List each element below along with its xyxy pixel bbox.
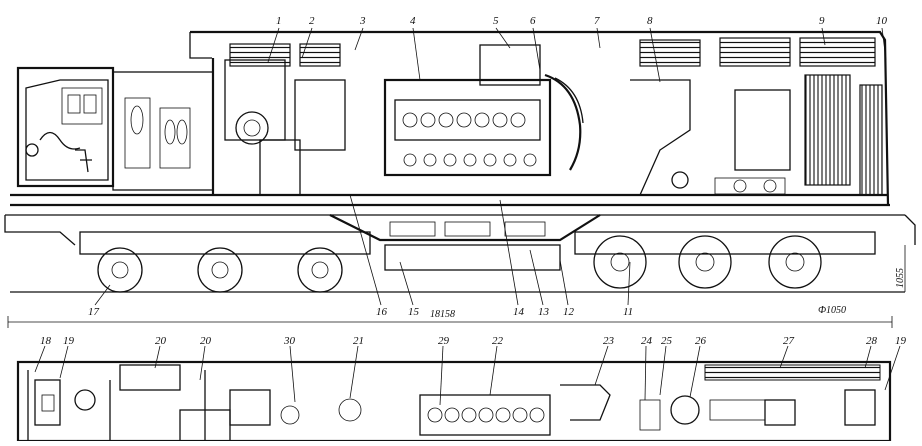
cab (16, 66, 115, 188)
callout-9: 9 (819, 15, 825, 27)
callout-20-b: 20 (200, 335, 212, 347)
side-view: 1 2 3 4 5 6 7 8 9 10 11 12 13 14 15 16 1… (4, 15, 916, 328)
front-bogie (79, 231, 371, 293)
length-dimension: 18158 (430, 309, 455, 320)
wheel-diameter: Ф1050 (818, 305, 846, 316)
callout-29: 29 (438, 335, 450, 347)
callout-20-a: 20 (155, 335, 167, 347)
callout-24: 24 (641, 335, 653, 347)
callout-25: 25 (661, 335, 673, 347)
height-dimension: 1055 (895, 268, 906, 288)
callout-4: 4 (410, 15, 416, 27)
callout-12: 12 (563, 306, 575, 318)
callout-27: 27 (783, 335, 795, 347)
callout-21: 21 (353, 335, 364, 347)
callout-17: 17 (88, 306, 100, 318)
callout-3: 3 (359, 15, 366, 27)
plan-view: 18 19 20 20 30 21 29 22 23 24 25 26 27 2… (16, 335, 907, 443)
callout-7: 7 (594, 15, 600, 27)
callout-5: 5 (493, 15, 499, 27)
callout-18-left: 18 (40, 335, 52, 347)
callout-10: 10 (876, 15, 888, 27)
fuel-tank (329, 214, 601, 242)
callout-30: 30 (283, 335, 296, 347)
rear-bogie (574, 231, 876, 289)
callout-6: 6 (530, 15, 536, 27)
side-callout-labels: 1 2 3 4 5 6 7 8 9 10 11 12 13 14 15 16 1… (88, 15, 888, 318)
diesel-engine (383, 78, 552, 177)
callout-22: 22 (492, 335, 504, 347)
callout-16: 16 (376, 306, 388, 318)
plan-leader-lines (34, 345, 901, 406)
callout-15: 15 (408, 306, 420, 318)
callout-14: 14 (513, 306, 525, 318)
callout-19-left: 19 (63, 335, 75, 347)
callout-28: 28 (866, 335, 878, 347)
callout-2: 2 (309, 15, 315, 27)
callout-13: 13 (538, 306, 550, 318)
callout-23: 23 (603, 335, 615, 347)
callout-19-right: 19 (895, 335, 907, 347)
callout-26: 26 (695, 335, 707, 347)
dimension-lines: 18158 Ф1050 1055 (7, 245, 906, 328)
plan-callout-labels: 18 19 20 20 30 21 29 22 23 24 25 26 27 2… (40, 335, 907, 347)
callout-11: 11 (623, 306, 633, 318)
callout-1: 1 (276, 15, 282, 27)
side-leader-lines (94, 27, 887, 306)
callout-8: 8 (647, 15, 653, 27)
plan-engine-cylinders (280, 398, 545, 425)
engine-cylinders (402, 112, 537, 167)
